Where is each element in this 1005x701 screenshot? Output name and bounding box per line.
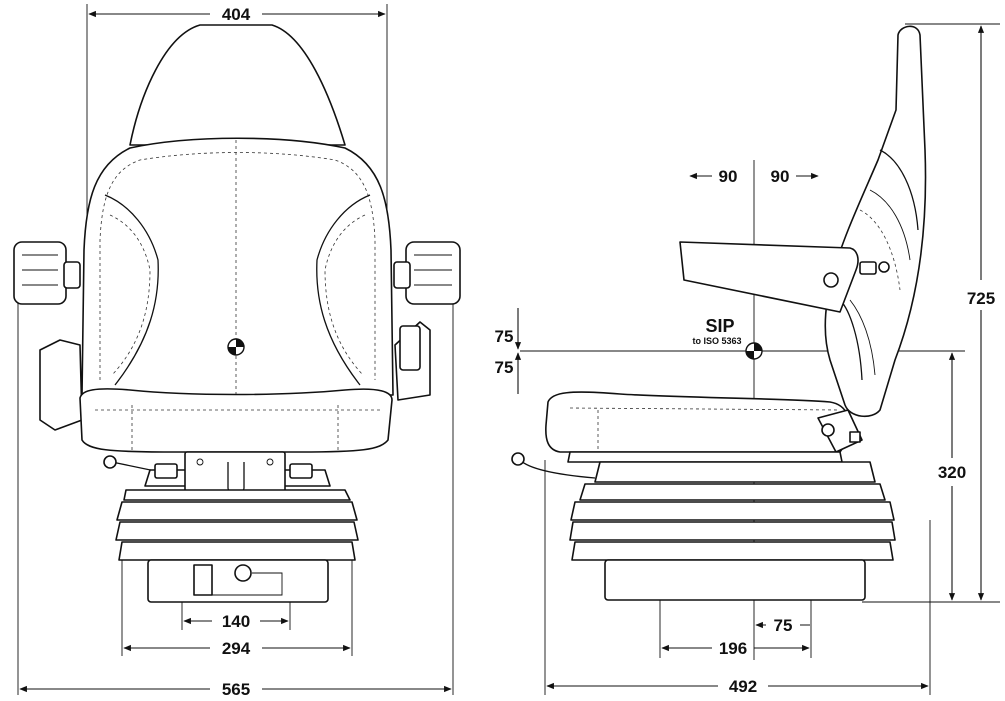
front-armrest-right: [393, 241, 461, 305]
front-backrest: [81, 137, 394, 396]
sip-label: SIP: [705, 316, 734, 336]
front-seat-cushion: [79, 388, 393, 453]
side-bellows: [569, 483, 896, 601]
dim-total-height: 725: [967, 289, 995, 308]
front-dimensions: 404 140 294 565: [19, 5, 452, 699]
side-sip-marker: [745, 342, 763, 360]
front-sip-marker: [227, 338, 245, 356]
side-view: SIP to ISO 5363: [511, 23, 1000, 695]
dim-sip-fore: 90: [719, 167, 738, 186]
dim-sip-height: 320: [938, 463, 966, 482]
side-backrest: [824, 25, 927, 418]
dim-base-to-sip: 75: [774, 616, 793, 635]
dim-base-inner: 140: [222, 612, 250, 631]
dim-sip-aft: 90: [771, 167, 790, 186]
dim-base-depth: 196: [719, 639, 747, 658]
side-armrest: [679, 241, 859, 313]
side-dimensions: 90 90 75 75 725 320 75 196 492: [495, 25, 995, 696]
front-bellows: [115, 489, 359, 603]
dim-base-outer: 294: [222, 639, 251, 658]
front-armrest-left: [13, 241, 81, 305]
dim-overall-width: 565: [222, 680, 250, 699]
dim-overall-depth: 492: [729, 677, 757, 696]
front-view: [13, 4, 461, 695]
dim-sip-up: 75: [495, 327, 514, 346]
dim-sip-down: 75: [495, 358, 514, 377]
side-seat-cushion: [545, 391, 851, 453]
sip-standard-label: to ISO 5363: [692, 336, 741, 346]
front-headrest: [129, 24, 346, 146]
dim-backrest-width: 404: [222, 5, 251, 24]
